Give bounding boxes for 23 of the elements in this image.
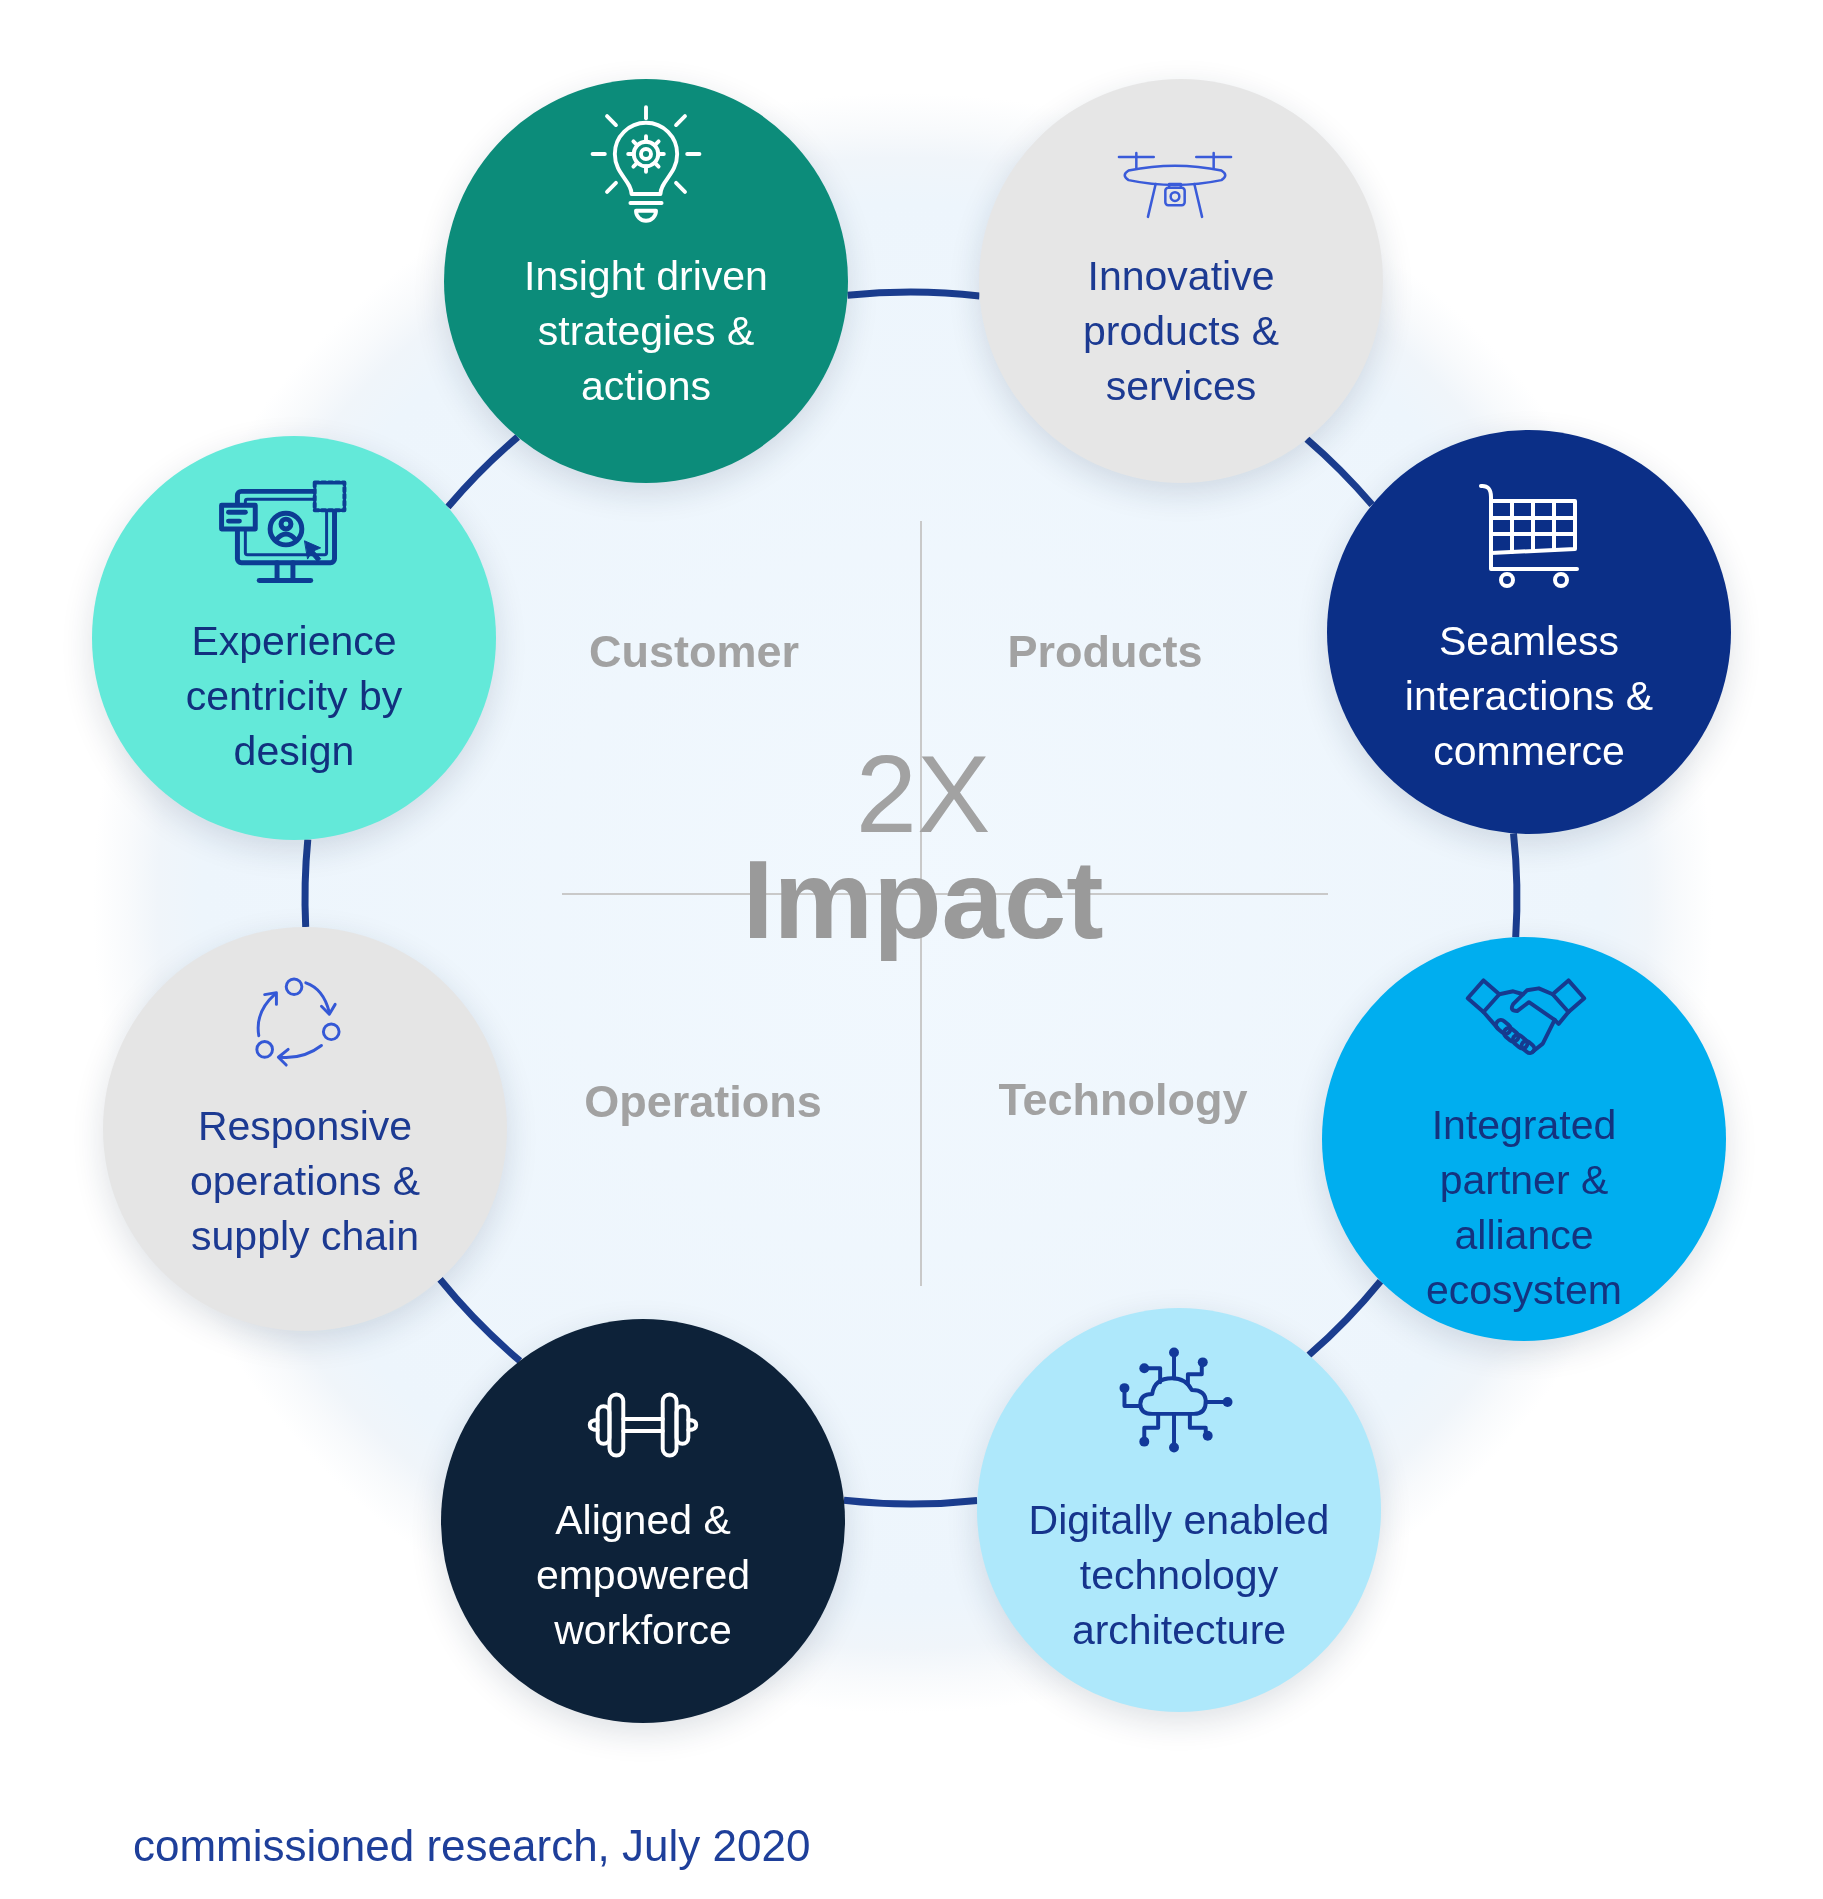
ring-connector xyxy=(843,1496,978,1508)
circle-label: Innovative products & services xyxy=(1082,251,1280,411)
headline-figure: 2X xyxy=(855,752,991,836)
circle-label: Seamless interactions & commerce xyxy=(1403,616,1655,776)
ring-connector xyxy=(1510,833,1521,938)
circle-label: Integrated partner & alliance ecosystem xyxy=(1425,1101,1623,1315)
caption: commissioned research, July 2020 xyxy=(133,1820,811,1872)
ring-connector xyxy=(1306,1278,1384,1358)
quadrant-label: Technology xyxy=(998,1075,1248,1125)
quadrant-label: Products xyxy=(1007,627,1203,677)
circle-label: Insight driven strategies & actions xyxy=(523,251,769,411)
ring-connector xyxy=(847,288,980,300)
quadrant-label: Customer xyxy=(589,627,799,677)
headline-word: Impact xyxy=(742,836,1104,964)
circle-label: Experience centricity by design xyxy=(184,616,404,776)
ring-connector xyxy=(301,839,312,928)
circle-label: Responsive operations & supply chain xyxy=(188,1101,422,1261)
ring-connector xyxy=(437,1277,523,1364)
quadrant-label: Operations xyxy=(584,1077,822,1127)
ring-connector xyxy=(445,434,521,510)
circle-label: Aligned & empowered workforce xyxy=(534,1495,752,1655)
ring-connector xyxy=(1304,436,1375,508)
circle-label: Digitally enabled technology architecture xyxy=(1027,1495,1331,1655)
